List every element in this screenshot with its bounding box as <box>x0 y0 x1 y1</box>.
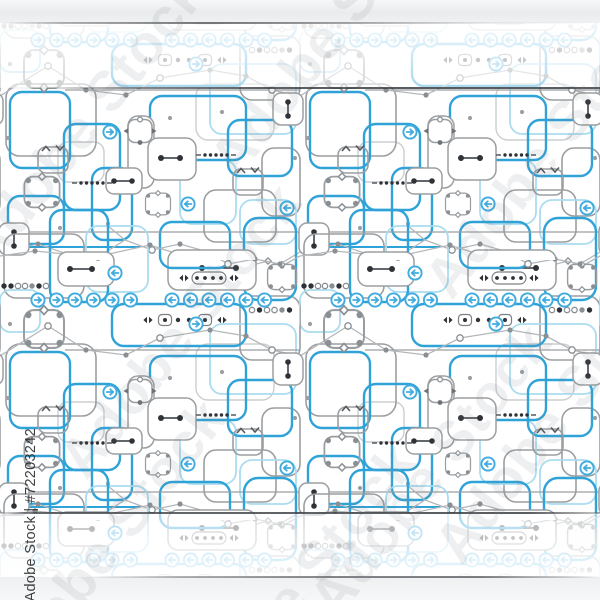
edge-line-lower <box>0 512 600 514</box>
stock-id-watermark: Adobe Stock | #72203242 <box>23 428 39 600</box>
bottom-margin-band <box>0 577 600 600</box>
edge-line-top <box>0 22 600 24</box>
top-margin-band <box>0 0 600 23</box>
tech-pattern-graphic <box>0 23 600 577</box>
bottom-fade-overlay <box>0 513 600 577</box>
top-fade-overlay <box>0 23 600 88</box>
edge-line-bottom <box>0 576 600 578</box>
edge-line-upper <box>0 87 600 89</box>
